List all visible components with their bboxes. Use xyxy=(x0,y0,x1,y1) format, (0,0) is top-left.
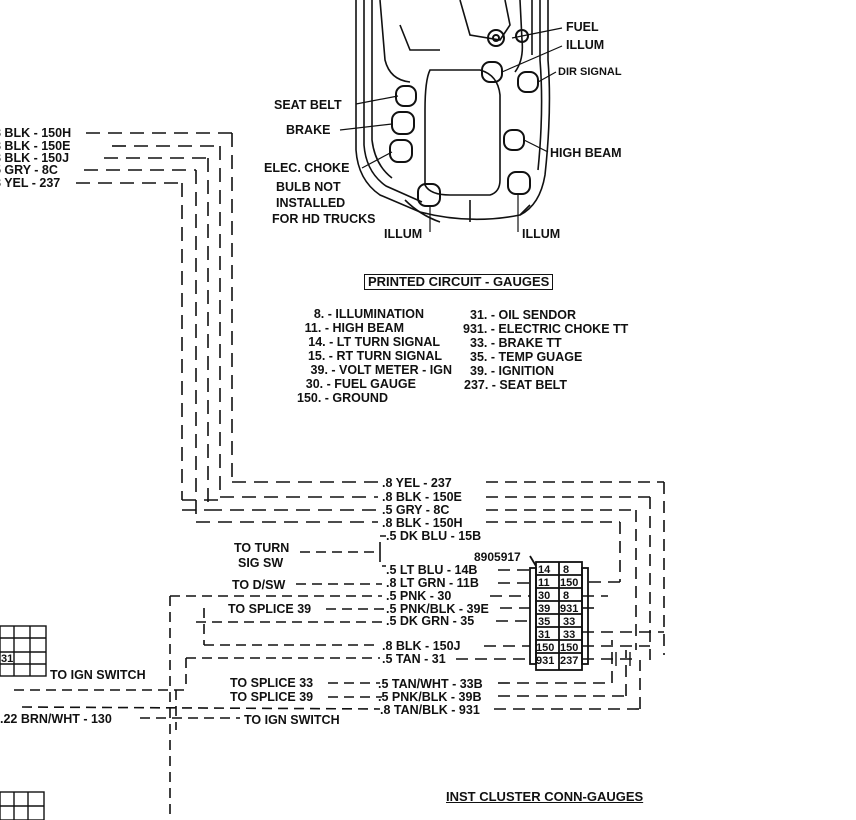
pin-label: 931 xyxy=(560,603,579,615)
conn-wire-label: .8 BLK - 150H xyxy=(382,516,463,530)
conn-wire-label: .5 GRY - 8C xyxy=(382,503,450,517)
label-high-beam: HIGH BEAM xyxy=(550,146,622,160)
dest-to-ign-switch-1: TO IGN SWITCH xyxy=(50,668,146,682)
dest-to-turn: TO TURN xyxy=(234,541,290,555)
label-illum-left: ILLUM xyxy=(384,227,423,241)
pin-label: 150 xyxy=(560,642,579,654)
connector-wires xyxy=(456,481,665,710)
pin-label: 931 xyxy=(536,655,555,667)
bulb-sockets xyxy=(389,29,539,207)
legend-left-item: 15. - RT TURN SIGNAL xyxy=(307,349,442,363)
conn-wire-label: .5 LT BLU - 14B xyxy=(386,563,478,577)
conn-wire-label: .5 DK BLU - 15B xyxy=(386,529,482,543)
pin-label: 150 xyxy=(536,642,555,654)
conn-wire-label: .5 TAN/WHT - 33B xyxy=(378,677,483,691)
label-brake: BRAKE xyxy=(286,123,331,137)
conn-wire-label: .8 LT GRN - 11B xyxy=(386,576,479,590)
left-block-pin: 31 xyxy=(1,653,14,665)
left-wire-label: 8 BLK - 150H xyxy=(0,126,72,140)
pin-label: 11 xyxy=(538,577,550,589)
legend-left-item: 11. - HIGH BEAM xyxy=(304,321,404,335)
left-harness xyxy=(76,132,378,523)
legend-right-item: 931. - ELECTRIC CHOKE TT xyxy=(463,322,629,336)
dest-to-dsw: TO D/SW xyxy=(232,578,286,592)
conn-wire-label: .5 TAN - 31 xyxy=(382,652,446,666)
pin-label: 35 xyxy=(538,616,551,628)
left-block-upper xyxy=(0,625,47,677)
legend-right-item: 39. - IGNITION xyxy=(470,364,555,378)
conn-wire-label: .5 PNK - 30 xyxy=(386,589,452,603)
pin-label: 237 xyxy=(560,655,579,667)
legend-left-item: 30. - FUEL GAUGE xyxy=(305,377,416,391)
label-fuel: FUEL xyxy=(566,20,599,34)
pin-label: 14 xyxy=(538,564,551,576)
legend-right-item: 33. - BRAKE TT xyxy=(470,336,562,350)
conn-wire-label: .8 TAN/BLK - 931 xyxy=(380,703,480,717)
legend-right-item: 31. - OIL SENDOR xyxy=(470,308,577,322)
label-bulb-not-3: FOR HD TRUCKS xyxy=(272,212,376,226)
printed-circuit-title: PRINTED CIRCUIT - GAUGES xyxy=(364,274,554,290)
pin-label: 31 xyxy=(538,629,551,641)
conn-wire-label: .8 BLK - 150E xyxy=(382,490,462,504)
left-wire-label: 8 BLK - 150E xyxy=(0,139,71,153)
conn-wire-label: .5 PNK/BLK - 39B xyxy=(378,690,482,704)
pin-label: 150 xyxy=(560,577,579,589)
dest-to-ign-switch-2: TO IGN SWITCH xyxy=(244,713,340,727)
splice-ticks xyxy=(615,652,631,666)
legend-left-item: 150. - GROUND xyxy=(297,391,388,405)
dest-to-splice-39b: TO SPLICE 39 xyxy=(230,690,314,704)
left-wire-label: 5 GRY - 8C xyxy=(0,163,58,177)
dest-to-splice-39: TO SPLICE 39 xyxy=(228,602,312,616)
conn-wire-label: .5 PNK/BLK - 39E xyxy=(386,602,489,616)
legend-left-item: 14. - LT TURN SIGNAL xyxy=(308,335,440,349)
pin-label: 30 xyxy=(538,590,551,602)
label-elec-choke: ELEC. CHOKE xyxy=(264,161,350,175)
conn-wire-label: .8 YEL - 237 xyxy=(382,476,452,490)
label-seat-belt: SEAT BELT xyxy=(274,98,342,112)
pin-label: 33 xyxy=(563,616,576,628)
connector-block xyxy=(529,555,589,671)
part-number: 8905917 xyxy=(474,550,521,564)
left-wire-label: 8 YEL - 237 xyxy=(0,176,61,190)
dest-brn-wht: .22 BRN/WHT - 130 xyxy=(0,712,112,726)
destination-wires xyxy=(14,535,386,820)
label-illum-top: ILLUM xyxy=(566,38,605,52)
dest-to-splice-33: TO SPLICE 33 xyxy=(230,676,314,690)
label-bulb-not-1: BULB NOT xyxy=(276,180,341,194)
label-illum-right: ILLUM xyxy=(522,227,561,241)
left-block-lower xyxy=(0,791,45,820)
dest-sig-sw: SIG SW xyxy=(238,556,284,570)
pin-label: 33 xyxy=(563,629,576,641)
legend-right-item: 237. - SEAT BELT xyxy=(464,378,568,392)
leader-lines xyxy=(339,27,563,232)
legend-left-item: 8. - ILLUMINATION xyxy=(313,307,424,321)
pin-label: 39 xyxy=(538,603,551,615)
cluster-outline xyxy=(355,0,551,223)
left-wire-label: 8 BLK - 150J xyxy=(0,151,70,165)
pin-label: 8 xyxy=(563,564,570,576)
label-dir-signal: DIR SIGNAL xyxy=(558,66,622,78)
legend-right-item: 35. - TEMP GUAGE xyxy=(470,350,583,364)
conn-wire-label: .5 DK GRN - 35 xyxy=(386,614,475,628)
conn-wire-label: .8 BLK - 150J xyxy=(382,639,461,653)
conn-title: INST CLUSTER CONN-GAUGES xyxy=(446,789,644,804)
legend-left-item: 39. - VOLT METER - IGN xyxy=(310,363,452,377)
pin-label: 8 xyxy=(563,590,570,602)
label-bulb-not-2: INSTALLED xyxy=(276,196,346,210)
